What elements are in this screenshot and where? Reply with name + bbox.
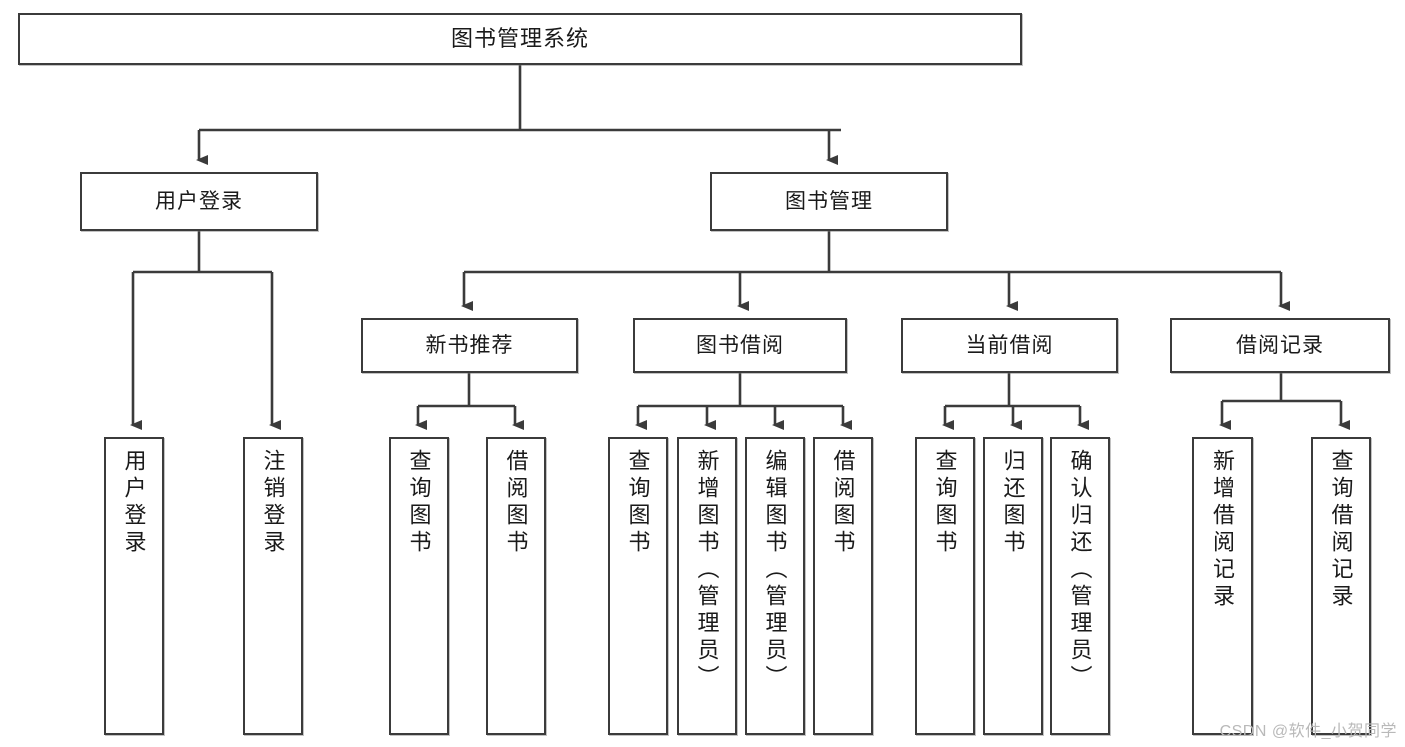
node-borrow-records[interactable]: 借阅记录: [1170, 318, 1390, 373]
leaf-add-book-admin[interactable]: 新增图书（管理员）: [677, 437, 737, 735]
leaf-logout-label: 注销登录: [260, 449, 286, 557]
leaf-borrow-book[interactable]: 借阅图书: [813, 437, 873, 735]
leaf-query-book-recommend[interactable]: 查询图书: [389, 437, 449, 735]
node-root[interactable]: 图书管理系统: [18, 13, 1022, 65]
leaf-edit-book-admin[interactable]: 编辑图书（管理员）: [745, 437, 805, 735]
leaf-confirm-return-admin-label: 确认归还（管理员）: [1067, 449, 1093, 692]
leaf-query-book-current-label: 查询图书: [932, 449, 958, 557]
leaf-query-book-current[interactable]: 查询图书: [915, 437, 975, 735]
leaf-edit-book-admin-label: 编辑图书（管理员）: [762, 449, 788, 692]
node-new-book-recommend-label: 新书推荐: [425, 333, 514, 357]
node-book-borrow[interactable]: 图书借阅: [633, 318, 847, 373]
leaf-user-login[interactable]: 用户登录: [104, 437, 164, 735]
watermark: CSDN @软件_小贺同学: [1219, 723, 1397, 740]
node-user-login[interactable]: 用户登录: [80, 172, 318, 231]
leaf-logout[interactable]: 注销登录: [243, 437, 303, 735]
node-book-management-label: 图书管理: [785, 189, 873, 213]
leaf-query-book-borrow[interactable]: 查询图书: [608, 437, 668, 735]
leaf-add-borrow-record[interactable]: 新增借阅记录: [1192, 437, 1253, 735]
node-user-login-label: 用户登录: [155, 189, 243, 213]
node-new-book-recommend[interactable]: 新书推荐: [361, 318, 578, 373]
leaf-query-borrow-record-label: 查询借阅记录: [1328, 449, 1354, 611]
node-borrow-records-label: 借阅记录: [1236, 333, 1324, 357]
node-book-borrow-label: 图书借阅: [696, 333, 784, 357]
leaf-query-book-recommend-label: 查询图书: [406, 449, 432, 557]
leaf-confirm-return-admin[interactable]: 确认归还（管理员）: [1050, 437, 1110, 735]
node-current-borrow[interactable]: 当前借阅: [901, 318, 1118, 373]
leaf-add-borrow-record-label: 新增借阅记录: [1210, 449, 1236, 611]
leaf-return-book[interactable]: 归还图书: [983, 437, 1043, 735]
node-root-label: 图书管理系统: [450, 25, 589, 51]
leaf-borrow-book-recommend[interactable]: 借阅图书: [486, 437, 546, 735]
leaf-query-borrow-record[interactable]: 查询借阅记录: [1311, 437, 1371, 735]
node-current-borrow-label: 当前借阅: [965, 333, 1054, 357]
node-book-management[interactable]: 图书管理: [710, 172, 948, 231]
leaf-user-login-label: 用户登录: [121, 449, 147, 557]
leaf-return-book-label: 归还图书: [1000, 449, 1026, 557]
leaf-query-book-borrow-label: 查询图书: [625, 449, 651, 557]
leaf-borrow-book-label: 借阅图书: [830, 449, 856, 557]
leaf-add-book-admin-label: 新增图书（管理员）: [694, 449, 720, 692]
leaf-borrow-book-recommend-label: 借阅图书: [503, 449, 529, 557]
